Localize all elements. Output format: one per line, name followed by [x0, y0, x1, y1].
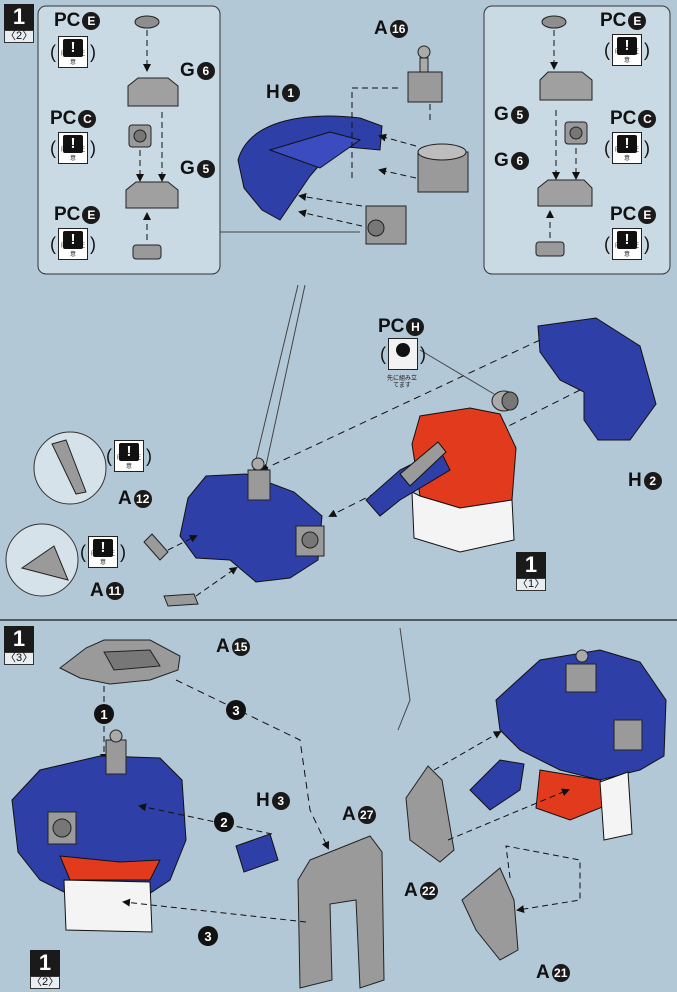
orientation-warning: (!向きに注意) — [604, 34, 650, 66]
pc-e-top-part-left — [134, 15, 160, 29]
assembled-torso-part — [469, 649, 667, 841]
step-number: 1 — [30, 950, 60, 976]
a12-detail-circle — [33, 431, 107, 505]
orientation-warning: (!向きに注意) — [50, 36, 96, 68]
warning-icon: !向きに注意 — [58, 132, 88, 164]
step-sub: 〈2〉 — [30, 976, 60, 989]
orientation-warning: (!向きに注意) — [50, 132, 96, 164]
step-number: 1 — [4, 626, 34, 652]
step-sub: 〈3〉 — [4, 652, 34, 665]
step-marker-1-2-lower: 1〈2〉 — [30, 950, 60, 989]
joint-block-upper — [417, 143, 469, 193]
g5-part-left — [125, 181, 179, 209]
warning-icon: !向きに注意 — [58, 36, 88, 68]
orientation-warning: (!向きに注意) — [106, 440, 152, 472]
a12-part — [143, 533, 169, 561]
a22-part — [405, 765, 455, 863]
warning-icon: !向きに注意 — [88, 536, 118, 568]
orientation-warning: (!向きに注意) — [50, 228, 96, 260]
step-marker-1-3: 1〈3〉 — [4, 626, 34, 665]
orientation-warning: (!向きに注意) — [604, 228, 650, 260]
assembled-shoulder-part — [179, 457, 325, 583]
step-number: 1 — [4, 4, 34, 30]
warning-icon: !向きに注意 — [114, 440, 144, 472]
g6-part-right — [537, 179, 593, 207]
step-sub: 〈1〉 — [516, 578, 546, 591]
warning-icon: !向きに注意 — [612, 132, 642, 164]
red-torso-part — [365, 407, 517, 553]
pc-c-part-left — [128, 124, 152, 148]
h1-armor-part — [237, 115, 383, 221]
step-number: 1 — [516, 552, 546, 578]
g6-part-left — [127, 77, 179, 107]
h2-armor-part — [537, 317, 657, 441]
a11-part — [163, 593, 199, 607]
warning-icon: !向きに注意 — [612, 34, 642, 66]
orientation-warning: (!向きに注意) — [604, 132, 650, 164]
order-marker-2: 2 — [214, 812, 234, 832]
pre-assemble-icon — [388, 338, 418, 370]
a11-detail-circle — [5, 523, 79, 597]
step-marker-1-1: 1〈1〉 — [516, 552, 546, 591]
orientation-warning: (!向きに注意) — [80, 536, 126, 568]
joint-block-lower — [365, 205, 407, 245]
warning-icon: !向きに注意 — [58, 228, 88, 260]
pre-assemble-note: ()先に組み立てます — [380, 338, 426, 389]
pc-e-bottom-part-left — [132, 244, 162, 260]
order-marker-3: 3 — [198, 926, 218, 946]
body-assembly-part — [11, 729, 187, 933]
step-sub: 〈2〉 — [4, 30, 34, 43]
step-marker-1-2: 1〈2〉 — [4, 4, 34, 43]
pc-h-part — [491, 390, 519, 412]
pc-e-top-part-right — [541, 15, 567, 29]
pc-e-bottom-part-right — [535, 241, 565, 257]
a21-part — [461, 867, 519, 961]
a27-part — [297, 835, 385, 989]
order-marker-1: 1 — [94, 704, 114, 724]
a16-part — [407, 45, 443, 103]
pc-c-part-right — [564, 121, 588, 145]
order-marker-3: 3 — [226, 700, 246, 720]
h3-part — [235, 833, 279, 873]
warning-icon: !向きに注意 — [612, 228, 642, 260]
a15-part — [59, 639, 181, 685]
g5-part-right — [539, 71, 593, 101]
